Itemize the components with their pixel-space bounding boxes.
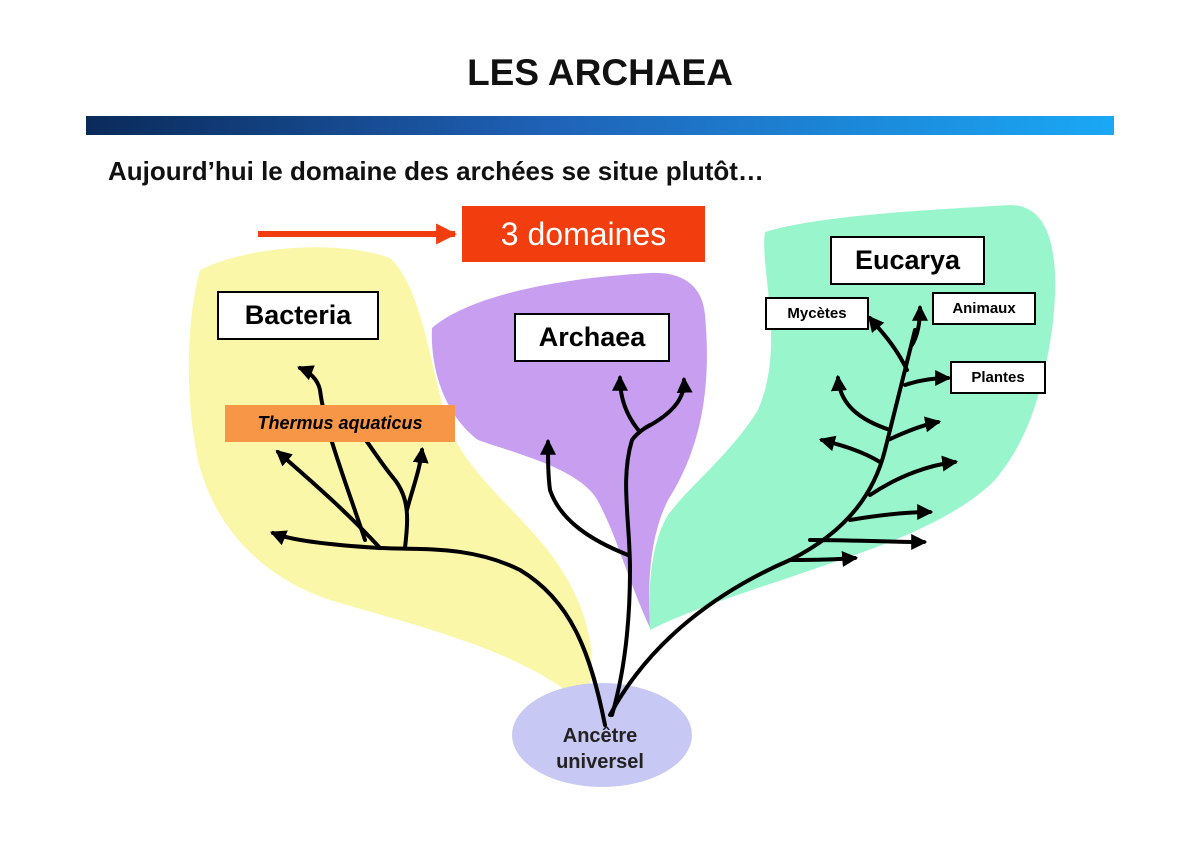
ancestor-ellipse [512,683,692,787]
ancestor-line-2: universel [556,751,644,773]
eucarya-branch [818,435,882,464]
eucarya-branch [886,416,942,442]
eucarya-branch [867,315,909,372]
eucarya-branch [848,504,934,522]
ancestor-line-1: Ancêtre [562,725,638,747]
eucarya-trunk [608,328,917,717]
eucarya-branch [788,551,859,567]
eucarya-branch [830,374,892,432]
animaux-label: Animaux [932,292,1036,325]
thermus-aquaticus-label: Thermus aquaticus [225,405,455,442]
eucarya-branch [903,370,952,387]
eucarya-branch [808,533,928,550]
archaea-branch [612,374,642,434]
bacteria-branch [297,365,367,542]
mycetes-label: Mycètes [765,297,869,330]
subtitle: Aujourd’hui le domaine des archées se si… [108,156,764,186]
archaea-label: Archaea [514,313,670,362]
bacteria-branch [405,446,429,512]
three-domains-label: 3 domaines [462,206,705,262]
bacteria-branch [275,449,382,550]
page-title: LES ARCHAEA [467,52,733,93]
eucarya-branch [910,304,928,347]
universal-ancestor-label: Ancêtre universel [510,723,690,775]
eucarya-branch [868,455,959,497]
archaea-branch [540,438,630,557]
bacteria-label: Bacteria [217,291,379,340]
archaea-branch [643,376,693,430]
bacteria-branch [270,530,382,550]
bacteria-branch [353,422,410,550]
plantes-label: Plantes [950,361,1046,394]
bacteria-trunk [378,546,607,727]
eucarya-label: Eucarya [830,236,985,285]
title-underline-bar [86,116,1114,135]
archaea-trunk [610,423,652,717]
